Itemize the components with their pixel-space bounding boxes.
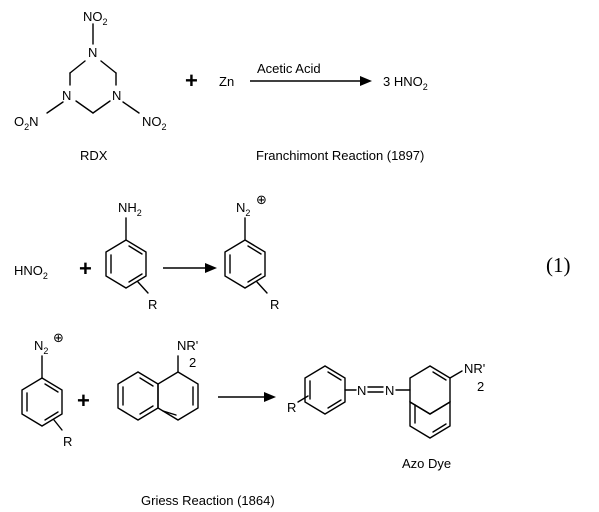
naphthylamine-molecule: NR' 2 xyxy=(117,338,199,421)
rdx-ring-n-right: N xyxy=(112,88,121,103)
bond xyxy=(432,423,447,433)
bond xyxy=(46,101,64,114)
nr2-group: NR' xyxy=(464,361,485,376)
rdx-ring-n-top: N xyxy=(88,45,97,60)
bond xyxy=(327,399,342,409)
diazonium-molecule: N2 ⊕ R xyxy=(224,192,279,312)
bond xyxy=(449,370,463,379)
rdx-label: RDX xyxy=(80,148,108,163)
azo-n-right: N xyxy=(385,383,394,398)
reaction-arrow xyxy=(163,263,217,273)
hno2-reactant: HNO2 xyxy=(14,263,48,281)
bond xyxy=(128,273,143,283)
franchimont-caption: Franchimont Reaction (1897) xyxy=(256,148,424,163)
equation-number: (1) xyxy=(546,253,571,277)
bond xyxy=(432,371,447,381)
bond xyxy=(137,281,149,294)
azo-dye-molecule: R N N NR' 2 xyxy=(287,361,485,439)
bond xyxy=(53,419,63,431)
diazonium-n2: N2 xyxy=(236,200,250,218)
benzene-ring xyxy=(105,239,147,289)
bond xyxy=(256,281,268,294)
bond xyxy=(162,410,177,416)
positive-charge-icon: ⊕ xyxy=(256,192,267,207)
nh2-group: NH2 xyxy=(118,200,142,218)
naphthalene-ring-top xyxy=(409,365,451,415)
griess-caption: Griess Reaction (1864) xyxy=(141,493,275,508)
r-group: R xyxy=(287,400,296,415)
diazonium-n2: N2 xyxy=(34,338,48,356)
plus-sign: + xyxy=(77,388,90,413)
nr2-group: NR' xyxy=(177,338,198,353)
naphthalene-ring-right xyxy=(157,371,199,421)
rdx-right-no2: NO2 xyxy=(142,114,167,132)
plus-sign: + xyxy=(185,68,198,93)
r-group: R xyxy=(63,434,72,449)
diazonium-molecule: N2 ⊕ R xyxy=(21,330,72,449)
bond xyxy=(327,371,342,381)
bond xyxy=(139,405,154,415)
bond xyxy=(247,273,262,283)
reaction-arrow xyxy=(250,76,372,86)
bond xyxy=(69,60,86,74)
positive-charge-icon: ⊕ xyxy=(53,330,64,345)
benzene-ring xyxy=(224,239,266,289)
bond xyxy=(100,60,117,74)
bond xyxy=(128,245,143,255)
bond xyxy=(247,245,262,255)
bond xyxy=(297,395,309,403)
rdx-ring-n-left: N xyxy=(62,88,71,103)
bond xyxy=(75,100,94,114)
rdx-left-o2n: O2N xyxy=(14,114,39,132)
bond xyxy=(122,101,140,114)
r-group: R xyxy=(148,297,157,312)
rdx-top-no2: NO2 xyxy=(83,9,108,27)
naphthalene-ring-bottom xyxy=(409,400,451,439)
azo-n-left: N xyxy=(357,383,366,398)
product-hno2: 3 HNO2 xyxy=(383,74,428,92)
bond xyxy=(44,411,59,421)
aniline-molecule: NH2 R xyxy=(105,200,157,312)
rdx-molecule: NO2 N N N O2N NO2 xyxy=(14,9,167,132)
benzene-ring xyxy=(304,365,346,415)
bond xyxy=(92,100,111,114)
azo-dye-label: Azo Dye xyxy=(402,456,451,471)
nr2-subscript: 2 xyxy=(477,379,484,394)
bond xyxy=(44,383,59,393)
benzene-ring xyxy=(21,377,63,427)
r-group: R xyxy=(270,297,279,312)
naphthalene-ring-left xyxy=(117,371,159,421)
reaction-condition: Acetic Acid xyxy=(257,61,321,76)
plus-sign: + xyxy=(79,256,92,281)
reaction-arrow xyxy=(218,392,276,402)
nr2-subscript: 2 xyxy=(189,355,196,370)
bond xyxy=(139,377,154,387)
zinc-label: Zn xyxy=(219,74,234,89)
